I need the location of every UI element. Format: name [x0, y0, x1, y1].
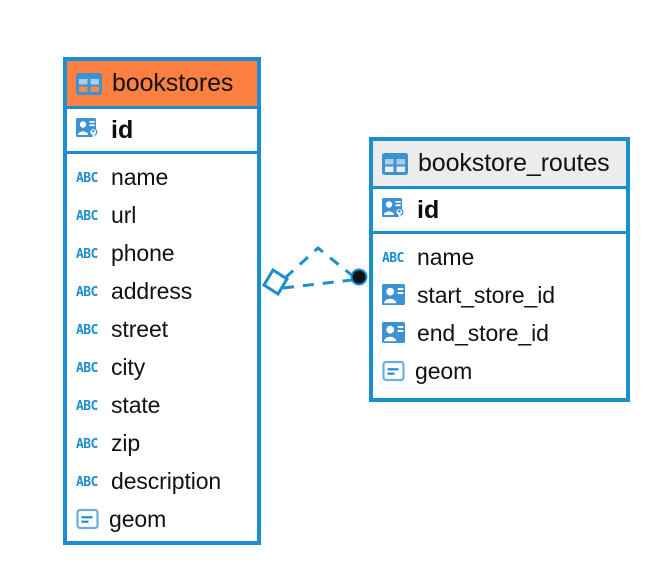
- text-type-icon: ABC: [76, 283, 102, 300]
- field-row-end-store-id[interactable]: end_store_id: [373, 314, 626, 352]
- field-row-description[interactable]: ABC description: [67, 462, 257, 500]
- primary-key-row-bookstore-routes[interactable]: id: [373, 186, 626, 234]
- svg-text:ABC: ABC: [382, 251, 404, 265]
- field-label: phone: [111, 239, 175, 266]
- field-row-city[interactable]: ABC city: [67, 348, 257, 386]
- field-label: geom: [109, 505, 167, 532]
- svg-text:ABC: ABC: [76, 209, 98, 223]
- field-label: description: [111, 467, 222, 494]
- field-label: zip: [111, 429, 141, 456]
- entity-title: bookstores: [112, 69, 234, 97]
- entity-title: bookstore_routes: [418, 149, 610, 177]
- field-label: url: [111, 201, 137, 228]
- field-list-bookstores: ABC name ABC url ABC p: [67, 154, 257, 538]
- text-type-icon: ABC: [76, 359, 102, 376]
- geometry-type-icon: [76, 508, 100, 530]
- field-label: name: [111, 163, 169, 190]
- primary-key-icon: [382, 197, 408, 223]
- svg-text:ABC: ABC: [76, 361, 98, 375]
- field-row-name[interactable]: ABC name: [67, 158, 257, 196]
- field-row-geom[interactable]: geom: [373, 352, 626, 390]
- text-type-icon: ABC: [76, 207, 102, 224]
- geometry-type-icon: [382, 360, 406, 382]
- table-icon: [382, 152, 408, 175]
- table-icon: [76, 72, 102, 95]
- text-type-icon: ABC: [76, 435, 102, 452]
- field-label: start_store_id: [417, 281, 555, 308]
- entity-table-bookstore-routes[interactable]: bookstore_routes id: [369, 137, 630, 402]
- field-row-name[interactable]: ABC name: [373, 238, 626, 276]
- text-type-icon: ABC: [76, 169, 102, 186]
- field-label: end_store_id: [417, 319, 549, 346]
- field-list-bookstore-routes: ABC name start_store_id: [373, 234, 626, 390]
- field-row-phone[interactable]: ABC phone: [67, 234, 257, 272]
- field-row-zip[interactable]: ABC zip: [67, 424, 257, 462]
- field-row-start-store-id[interactable]: start_store_id: [373, 276, 626, 314]
- svg-text:ABC: ABC: [76, 247, 98, 261]
- relationship-line-upper: [283, 246, 355, 280]
- primary-key-label: id: [111, 115, 134, 144]
- svg-text:ABC: ABC: [76, 437, 98, 451]
- field-label: address: [111, 277, 193, 304]
- svg-text:ABC: ABC: [76, 323, 98, 337]
- svg-text:ABC: ABC: [76, 475, 98, 489]
- foreign-key-icon: [382, 283, 408, 307]
- field-row-street[interactable]: ABC street: [67, 310, 257, 348]
- foreign-key-icon: [382, 321, 408, 345]
- primary-key-row-bookstores[interactable]: id: [67, 106, 257, 154]
- relationship-line-lower: [282, 278, 353, 290]
- field-row-address[interactable]: ABC address: [67, 272, 257, 310]
- field-row-geom[interactable]: geom: [67, 500, 257, 538]
- field-label: name: [417, 243, 475, 270]
- svg-text:ABC: ABC: [76, 171, 98, 185]
- text-type-icon: ABC: [76, 473, 102, 490]
- entity-header-bookstores[interactable]: bookstores: [67, 61, 257, 106]
- primary-key-label: id: [417, 195, 440, 224]
- text-type-icon: ABC: [76, 397, 102, 414]
- diamond-marker: [261, 267, 290, 297]
- entity-header-bookstore-routes[interactable]: bookstore_routes: [373, 141, 626, 186]
- text-type-icon: ABC: [76, 321, 102, 338]
- field-row-url[interactable]: ABC url: [67, 196, 257, 234]
- field-label: street: [111, 315, 168, 342]
- field-label: state: [111, 391, 161, 418]
- entity-table-bookstores[interactable]: bookstores id: [63, 57, 261, 545]
- primary-key-icon: [76, 117, 102, 143]
- field-label: geom: [415, 357, 473, 384]
- field-label: city: [111, 353, 146, 380]
- filled-circle-marker: [350, 268, 368, 286]
- svg-text:ABC: ABC: [76, 285, 98, 299]
- text-type-icon: ABC: [382, 249, 408, 266]
- svg-text:ABC: ABC: [76, 399, 98, 413]
- field-row-state[interactable]: ABC state: [67, 386, 257, 424]
- text-type-icon: ABC: [76, 245, 102, 262]
